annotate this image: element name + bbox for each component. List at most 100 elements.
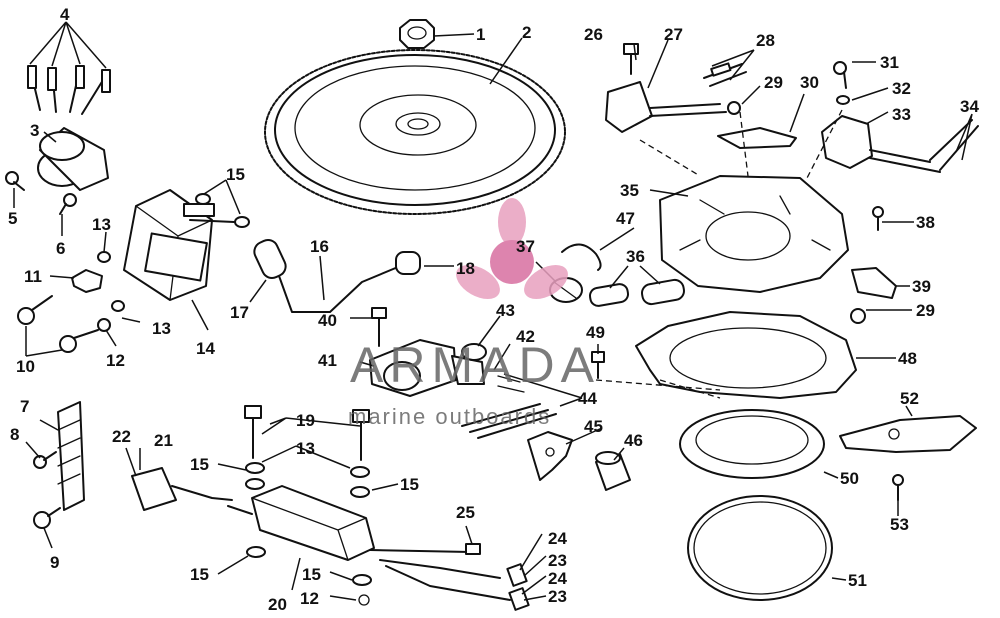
callout-19: 19 xyxy=(296,411,315,430)
power-pack-20 xyxy=(227,485,375,561)
callout-9: 9 xyxy=(50,553,59,572)
coil-33 xyxy=(821,115,941,173)
callout-15: 15 xyxy=(226,165,245,184)
callout-22: 22 xyxy=(112,427,131,446)
callout-15b: 15 xyxy=(190,455,209,474)
sensor-21 xyxy=(131,467,233,511)
screws-10 xyxy=(17,295,99,353)
bracket-39 xyxy=(851,267,897,299)
callout-23: 23 xyxy=(548,551,567,570)
snap-ring-51 xyxy=(687,495,833,601)
callout-5: 5 xyxy=(8,209,17,228)
clip-11 xyxy=(71,269,103,293)
callout-32: 32 xyxy=(892,79,911,98)
callout-30: 30 xyxy=(800,73,819,92)
spring-47 xyxy=(561,243,602,271)
bracket-45 xyxy=(527,431,573,481)
armature-plate xyxy=(635,311,857,399)
callout-43: 43 xyxy=(496,301,515,320)
coil-27 xyxy=(605,81,727,133)
callout-38: 38 xyxy=(916,213,935,232)
callout-51: 51 xyxy=(848,571,867,590)
screw-29-low xyxy=(850,308,866,324)
callout-21: 21 xyxy=(154,431,173,450)
callout-10: 10 xyxy=(16,357,35,376)
leads-28 xyxy=(703,62,747,87)
callout-44: 44 xyxy=(578,389,597,408)
callout-13b: 13 xyxy=(152,319,171,338)
callout-48: 48 xyxy=(898,349,917,368)
retainer-ring-50 xyxy=(679,409,825,479)
callout-18: 18 xyxy=(456,259,475,278)
terminal-block xyxy=(57,401,85,511)
ignition-module-14 xyxy=(123,189,235,301)
callout-25: 25 xyxy=(456,503,475,522)
flywheel-nut xyxy=(399,19,435,49)
callout-24b: 24 xyxy=(548,569,567,588)
callout-labels: 1 2 3 4 5 6 7 8 9 10 11 12 12 13 13 13 1… xyxy=(8,5,979,614)
callout-24: 24 xyxy=(548,529,567,548)
callout-47: 47 xyxy=(616,209,635,228)
callout-15c: 15 xyxy=(400,475,419,494)
terminals-44 xyxy=(461,375,557,439)
callout-33: 33 xyxy=(892,105,911,124)
callout-28: 28 xyxy=(756,31,775,50)
callout-12: 12 xyxy=(106,351,125,370)
callout-26: 26 xyxy=(584,25,603,44)
bolt-40 xyxy=(371,307,387,347)
callout-17: 17 xyxy=(230,303,249,322)
callout-6: 6 xyxy=(56,239,65,258)
callout-13c: 13 xyxy=(296,439,315,458)
callout-20: 20 xyxy=(268,595,287,614)
callout-3: 3 xyxy=(30,121,39,140)
callout-11: 11 xyxy=(24,267,42,286)
washer-32 xyxy=(836,95,850,105)
screw-53 xyxy=(892,474,904,501)
leader-lines xyxy=(13,21,973,601)
callout-49: 49 xyxy=(586,323,605,342)
callout-12b: 12 xyxy=(300,589,319,608)
armada-watermark: ARMADA marine outboards xyxy=(348,198,600,429)
callout-35: 35 xyxy=(620,181,639,200)
watermark-brand: ARMADA xyxy=(350,337,600,393)
callout-31: 31 xyxy=(880,53,899,72)
callout-39: 39 xyxy=(912,277,931,296)
callout-14: 14 xyxy=(196,339,215,358)
screw-29-top xyxy=(727,101,741,115)
callout-52: 52 xyxy=(900,389,919,408)
screw-26 xyxy=(623,43,639,75)
callout-13: 13 xyxy=(92,215,111,234)
callout-46: 46 xyxy=(624,431,643,450)
callout-16: 16 xyxy=(310,237,329,256)
cam-52 xyxy=(839,415,977,453)
screw-31 xyxy=(833,61,847,89)
callout-7: 7 xyxy=(20,397,29,416)
bolts-19 xyxy=(244,405,370,461)
stator-plate xyxy=(659,175,849,293)
callout-40: 40 xyxy=(318,311,337,330)
wiring-23-24-25 xyxy=(369,543,530,611)
leads-34 xyxy=(929,119,979,171)
assembly-lines xyxy=(595,109,843,399)
callout-37: 37 xyxy=(516,237,535,256)
callout-4: 4 xyxy=(60,5,70,24)
flywheel xyxy=(264,49,566,215)
small-screws-left xyxy=(5,171,77,215)
callout-36: 36 xyxy=(626,247,645,266)
screw-38 xyxy=(872,206,884,231)
callout-34: 34 xyxy=(960,97,979,116)
callout-42: 42 xyxy=(516,327,535,346)
spark-lead xyxy=(253,238,421,313)
callout-23b: 23 xyxy=(548,587,567,606)
washers-15-13-lower xyxy=(245,462,372,606)
watermark-tagline: marine outboards xyxy=(348,404,551,429)
callout-15e: 15 xyxy=(302,565,321,584)
screws-8-9 xyxy=(33,451,61,529)
timer-base-41 xyxy=(369,339,485,397)
bushing-46 xyxy=(595,451,631,491)
callout-53: 53 xyxy=(890,515,909,534)
ring-43 xyxy=(461,343,487,361)
ignition-leads xyxy=(27,65,111,115)
